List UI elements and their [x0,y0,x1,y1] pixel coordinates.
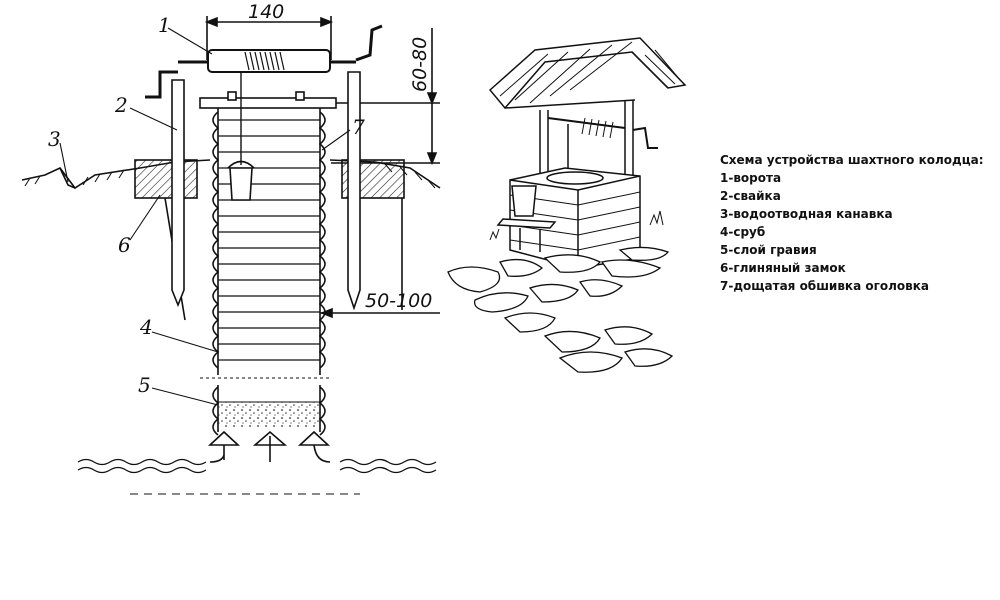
water-waves-right [339,458,437,466]
label-2: 2 [114,93,128,117]
stone-path [447,246,674,373]
legend-title: Схема устройства шахтного колодца: [720,153,984,167]
clay-lock-left [134,159,198,199]
gravel-layer [218,402,320,428]
crank-right [355,24,383,62]
label-1: 1 [158,13,171,37]
legend-item-3: 3-водоотводная канавка [720,207,893,221]
rope-coils [244,51,285,71]
label-3: 3 [48,127,61,151]
bucket [229,167,253,201]
legend-item-6: 6-глиняный замок [720,261,846,275]
legend-item-4: 4-сруб [720,225,766,239]
water-inflow-arrows [207,430,331,463]
perspective-bench [496,218,557,229]
perspective-bucket [511,185,537,217]
drainage-ditch [59,167,76,189]
label-5: 5 [138,373,151,397]
legend-item-7: 7-дощатая обшивка оголовка [720,279,929,293]
dimension-top-width [204,16,334,60]
dimension-top-width-label: 140 [248,1,284,23]
bottom-section [212,385,326,436]
label-7: 7 [352,115,365,139]
dimension-height-label: 60-80 [409,37,431,92]
legend-item-2: 2-свайка [720,189,781,203]
stake-left [171,79,185,308]
water-waves-left [77,458,207,466]
legend: Схема устройства шахтного колодца: 1-вор… [720,151,990,295]
label-4: 4 [139,315,153,339]
well-cross-section [21,16,441,495]
well-perspective-sketch [447,37,687,373]
log-shaft [212,108,326,375]
perspective-windlass [547,117,626,129]
label-6: 6 [118,233,131,257]
legend-item-1: 1-ворота [720,171,782,185]
crank-left [145,70,178,99]
dimension-depth-label: 50-100 [365,290,432,312]
well-roof [488,37,687,110]
log-rows [218,119,320,361]
dimension-depth [319,307,440,319]
stake-right [347,71,361,311]
legend-item-5: 5-слой гравия [720,243,817,257]
